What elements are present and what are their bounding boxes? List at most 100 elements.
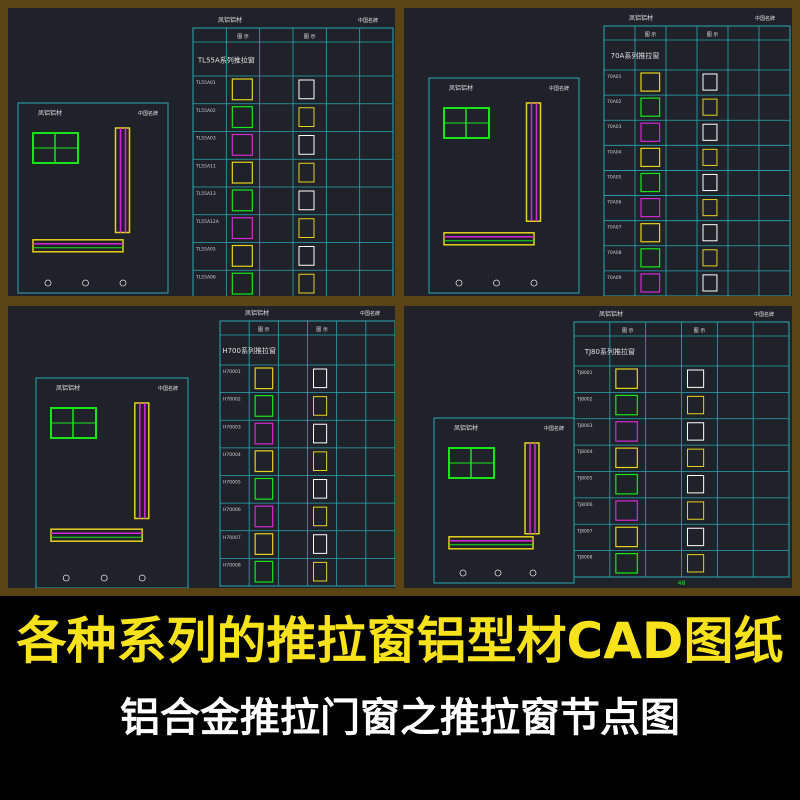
part-code: H70004: [223, 452, 241, 458]
caption-title: 各种系列的推拉窗铝型材CAD图纸: [16, 612, 784, 670]
profile-section: [313, 451, 328, 471]
profile-section: [615, 368, 638, 389]
part-code: 70A01: [607, 74, 622, 80]
detail-marker: [62, 574, 70, 582]
part-code: TJ8008: [576, 555, 593, 561]
sheet-header-right: 中国名牌: [549, 85, 569, 92]
part-code: H70005: [223, 480, 241, 486]
sheet-header-right: 中国名牌: [544, 425, 564, 432]
profile-section: [231, 161, 253, 184]
part-code: 70A05: [607, 174, 622, 180]
profile-section: [254, 560, 274, 583]
profile-section: [254, 450, 274, 473]
series-title: TL55A系列推拉窗: [197, 55, 255, 64]
table-brand: 凤铝铝材: [245, 309, 269, 317]
profile-section: [687, 475, 705, 494]
part-code: H70002: [223, 397, 241, 403]
profile-section: [687, 422, 705, 441]
profile-section: [640, 223, 661, 243]
profile-section: [313, 396, 328, 416]
profile-section: [254, 533, 274, 555]
part-code: TL55A12A: [195, 219, 220, 225]
profile-section: [615, 553, 638, 574]
profile-section: [298, 79, 315, 100]
detail-marker: [530, 279, 538, 287]
profile-section: [640, 147, 661, 168]
horizontal-section: [448, 536, 534, 550]
cad-drawing: 凤铝铝材中国名牌凤铝铝材中国名牌图 示图 示TJ80系列推拉窗TJ8001TJ8…: [433, 310, 790, 587]
profile-section: [313, 479, 328, 499]
detail-marker: [529, 569, 537, 577]
series-title: 70A系列推拉窗: [611, 51, 660, 60]
profile-section: [254, 395, 274, 417]
series-title: H700系列推拉窗: [222, 346, 276, 355]
part-code: TJ8007: [576, 528, 593, 534]
part-code: TJ8006: [576, 502, 593, 508]
profile-section: [313, 423, 328, 444]
profile-section: [298, 107, 315, 127]
detail-marker: [100, 574, 108, 582]
detail-marker: [138, 574, 146, 582]
profile-section: [687, 554, 705, 573]
detail-marker: [455, 279, 463, 287]
profile-section: [640, 197, 661, 218]
table-brand: 凤铝铝材: [629, 14, 653, 22]
horizontal-section: [32, 239, 124, 253]
profile-section: [254, 505, 274, 528]
profile-section: [298, 246, 315, 266]
series-title: TJ80系列推拉窗: [584, 347, 635, 356]
vertical-section: [525, 102, 542, 222]
table-col-header: 图 示: [645, 32, 657, 38]
table-col-header: 图 示: [237, 34, 249, 40]
profile-section: [615, 473, 638, 495]
part-code: TL55A13: [195, 191, 216, 197]
profile-section: [298, 135, 315, 155]
profile-section: [615, 526, 638, 548]
part-code: TL55A11: [195, 163, 216, 169]
profile-section: [640, 273, 661, 293]
table-header-right: 中国名牌: [755, 15, 775, 22]
profile-section: [640, 72, 661, 92]
part-code: 70A09: [607, 275, 622, 281]
table-brand: 凤铝铝材: [218, 16, 242, 24]
sheet-frame: [17, 102, 169, 294]
part-code: 70A04: [607, 149, 622, 155]
profile-section: [702, 123, 718, 141]
profile-section: [640, 122, 661, 142]
part-code: H70006: [223, 507, 241, 513]
detail-marker: [82, 279, 89, 287]
profile-section: [687, 448, 705, 467]
table-brand: 凤铝铝材: [599, 310, 623, 318]
detail-marker: [494, 569, 502, 577]
profile-section: [702, 148, 718, 166]
profile-section: [298, 162, 315, 183]
horizontal-section: [443, 232, 535, 246]
part-code: TJ8005: [576, 476, 593, 482]
profile-section: [615, 500, 638, 521]
part-code: 70A06: [607, 200, 622, 206]
profile-section: [313, 506, 328, 527]
profile-section: [615, 421, 638, 442]
part-code: TJ8001: [576, 370, 593, 376]
table-header-right: 中国名牌: [360, 310, 380, 317]
profile-section: [231, 217, 253, 240]
profile-section: [702, 98, 718, 116]
table-header-right: 中国名牌: [754, 311, 774, 318]
profile-section: [298, 218, 315, 238]
sheet-brand: 凤铝铝材: [449, 84, 473, 92]
profile-section: [702, 249, 718, 267]
vertical-section: [524, 442, 540, 535]
sheet-frame: [428, 77, 580, 294]
profile-section: [615, 447, 638, 469]
part-code: TJ8004: [576, 449, 593, 455]
sheet-brand: 凤铝铝材: [38, 109, 62, 117]
sheet-frame: [433, 417, 575, 584]
profile-section: [702, 173, 718, 192]
profile-section: [231, 272, 253, 295]
profile-section: [254, 422, 274, 445]
detail-marker: [44, 279, 52, 287]
